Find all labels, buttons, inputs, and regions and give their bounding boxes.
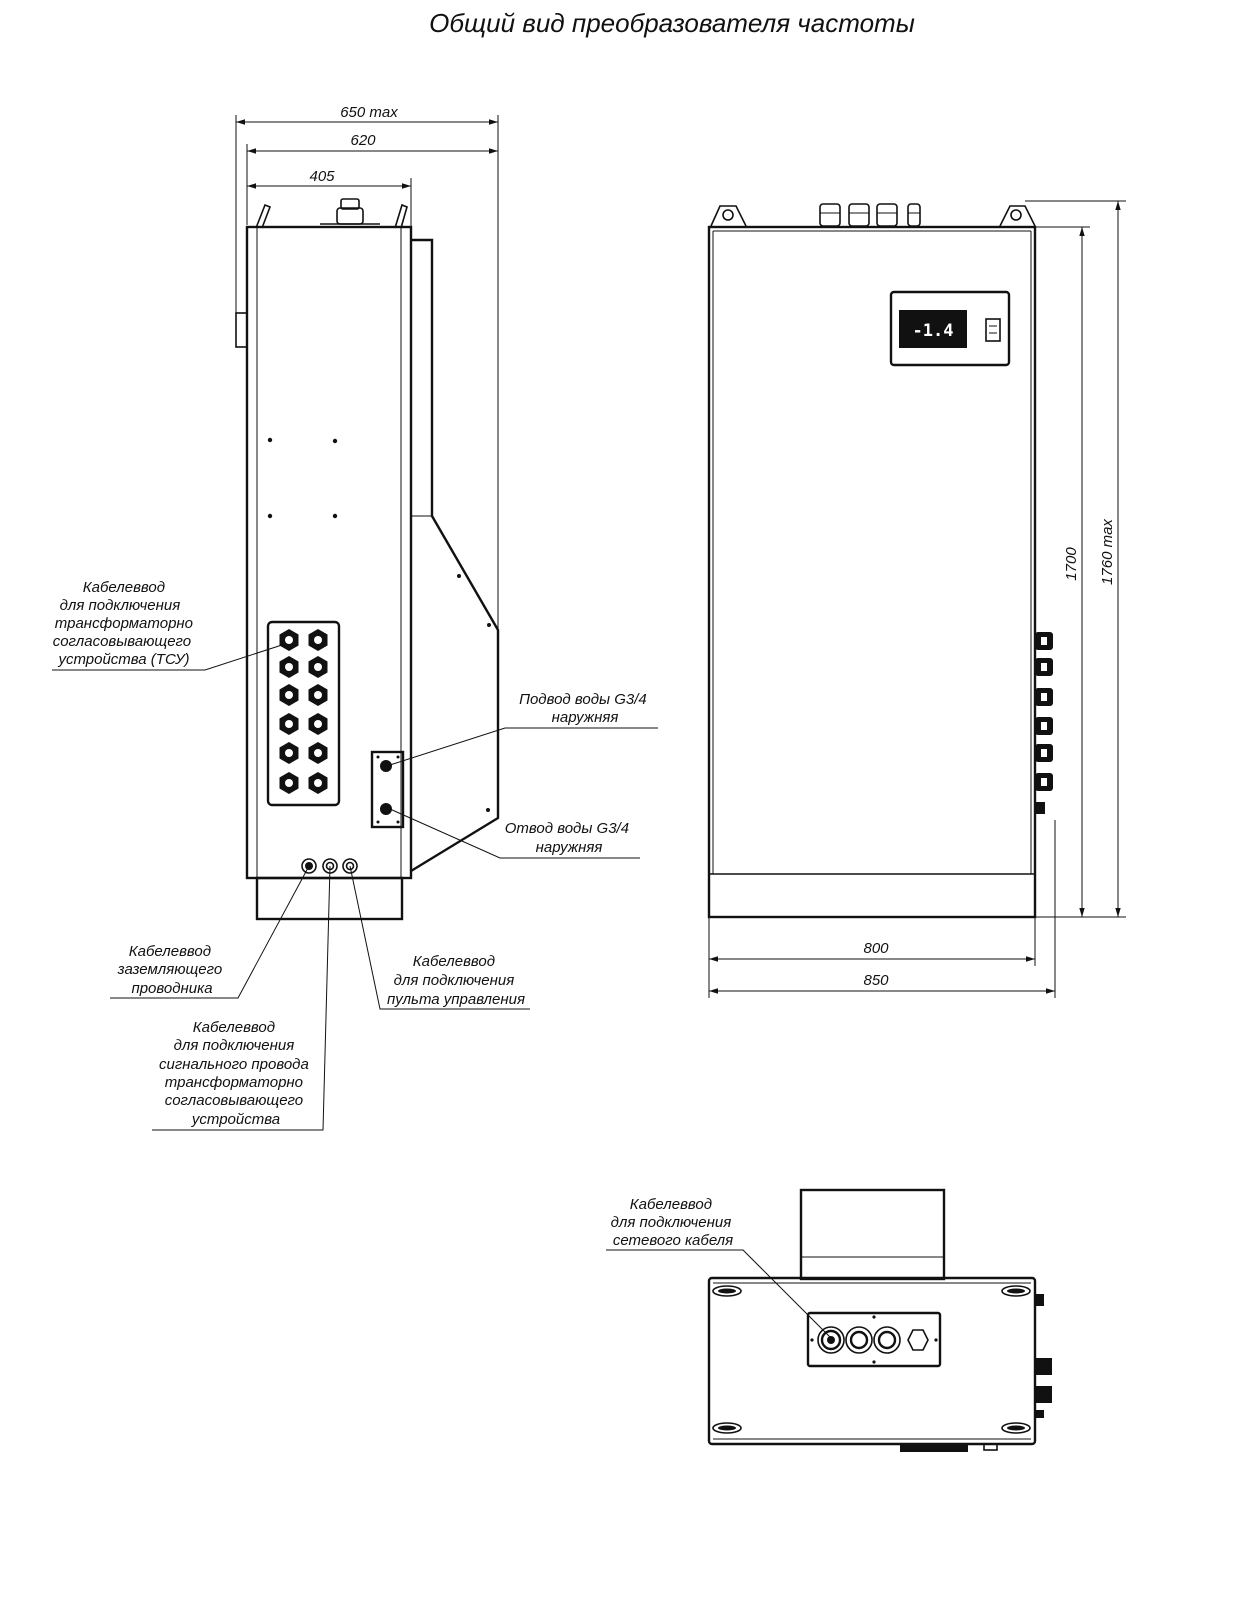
dimension-650: 650 max <box>235 104 499 630</box>
label-line: трансформаторно <box>165 1074 303 1091</box>
svg-text:Кабелеввод для подключен: Кабелеввод для подключения сетевого кабе… <box>611 1196 736 1249</box>
label-line: наружняя <box>552 709 619 726</box>
mains-gland-plate <box>806 1311 942 1368</box>
label-water-inlet: Подвод воды G3/4 наружняя <box>389 691 658 766</box>
water-connection-plate <box>370 750 405 829</box>
side-view: 650 max 620 405 <box>235 104 500 921</box>
dimension-label-800: 800 <box>863 940 889 957</box>
dimension-label-620: 620 <box>350 132 376 149</box>
label-line: наружняя <box>536 839 603 856</box>
remote-gland-icon <box>342 858 358 874</box>
label-line: пульта управления <box>387 991 525 1008</box>
svg-text:Кабелеввод для подключен: Кабелеввод для подключения пульта управл… <box>387 953 525 1008</box>
svg-text:Кабелеввод заземляющего: Кабелеввод заземляющего проводника <box>117 943 227 997</box>
dimension-label-405: 405 <box>309 168 335 185</box>
dimension-1700: 1700 <box>1035 226 1126 918</box>
label-line: Кабелеввод <box>413 953 495 970</box>
label-line: для подключения <box>60 597 181 614</box>
dimension-label-1700: 1700 <box>1063 547 1080 581</box>
label-signal-gland: Кабелеввод для подключения сигнального п… <box>152 865 331 1131</box>
dimension-800: 800 <box>708 917 1036 998</box>
label-line: Подвод воды G3/4 <box>519 691 647 708</box>
dimension-620: 620 <box>246 132 498 225</box>
label-line: заземляющего <box>117 961 223 978</box>
label-line: Отвод воды G3/4 <box>505 820 629 837</box>
label-line: проводника <box>131 980 212 997</box>
label-line: Кабелеввод <box>630 1196 712 1213</box>
label-line: сетевого кабеля <box>613 1232 733 1249</box>
label-line: согласовывающего <box>53 633 191 650</box>
label-line: трансформаторно <box>55 615 193 632</box>
panel-buttons <box>985 318 1001 342</box>
display-screen <box>899 310 967 348</box>
svg-text:Отвод воды G3/4 наружняя: Отвод воды G3/4 наружняя <box>505 820 634 856</box>
top-gland-icon <box>848 203 870 227</box>
dimension-label-650: 650 max <box>340 104 398 121</box>
mains-gland-icon <box>817 1326 845 1354</box>
water-outlet-fitting <box>380 803 392 815</box>
top-gland-icon <box>876 203 898 227</box>
front-top-gland-group <box>819 203 921 227</box>
dimension-label-1760: 1760 max <box>1099 519 1116 585</box>
drawing-title: Общий вид преобразователя частоты <box>429 8 915 38</box>
water-inlet-fitting <box>380 760 392 772</box>
label-tsu-gland: Кабелеввод для подключения трансформатор… <box>52 579 286 671</box>
dimension-1760: 1760 max <box>1025 200 1126 917</box>
label-line: для подключения <box>394 972 515 989</box>
dimension-850: 850 <box>709 820 1056 998</box>
top-gland-icon <box>907 203 921 227</box>
label-line: устройства <box>191 1111 280 1128</box>
label-line: для подключения <box>174 1037 295 1054</box>
label-ground-gland: Кабелеввод заземляющего проводника <box>110 865 310 999</box>
top-view <box>707 1188 1052 1452</box>
label-line: Кабелеввод <box>129 943 211 960</box>
control-panel <box>889 290 1011 367</box>
top-gland-icon <box>819 203 841 227</box>
dimension-405: 405 <box>247 168 412 235</box>
display-readout: -1.4 <box>913 321 954 341</box>
label-line: устройства (ТСУ) <box>57 651 189 668</box>
dimension-label-850: 850 <box>863 972 889 989</box>
tsu-gland-plate <box>266 620 341 807</box>
label-line: сигнального провода <box>159 1056 309 1073</box>
label-line: согласовывающего <box>165 1092 303 1109</box>
svg-text:Кабелеввод для подключен: Кабелеввод для подключения трансформатор… <box>53 579 197 668</box>
label-remote-gland: Кабелеввод для подключения пульта управл… <box>349 865 530 1010</box>
label-water-outlet: Отвод воды G3/4 наружняя <box>389 808 640 859</box>
ground-gland-icon <box>301 858 317 874</box>
label-line: Кабелеввод <box>83 579 165 596</box>
front-side-gland-group <box>1035 632 1053 814</box>
label-line: для подключения <box>611 1214 732 1231</box>
tsu-gland-group <box>279 629 328 794</box>
label-line: Кабелеввод <box>193 1019 275 1036</box>
front-view: -1.4 1700 1760 max 800 8 <box>707 200 1126 998</box>
svg-text:Подвод воды G3/4 наружня: Подвод воды G3/4 наружняя <box>519 691 651 726</box>
svg-text:Кабелеввод для подключен: Кабелеввод для подключения сигнального п… <box>159 1019 313 1128</box>
label-mains-gland: Кабелеввод для подключения сетевого кабе… <box>606 1196 832 1339</box>
